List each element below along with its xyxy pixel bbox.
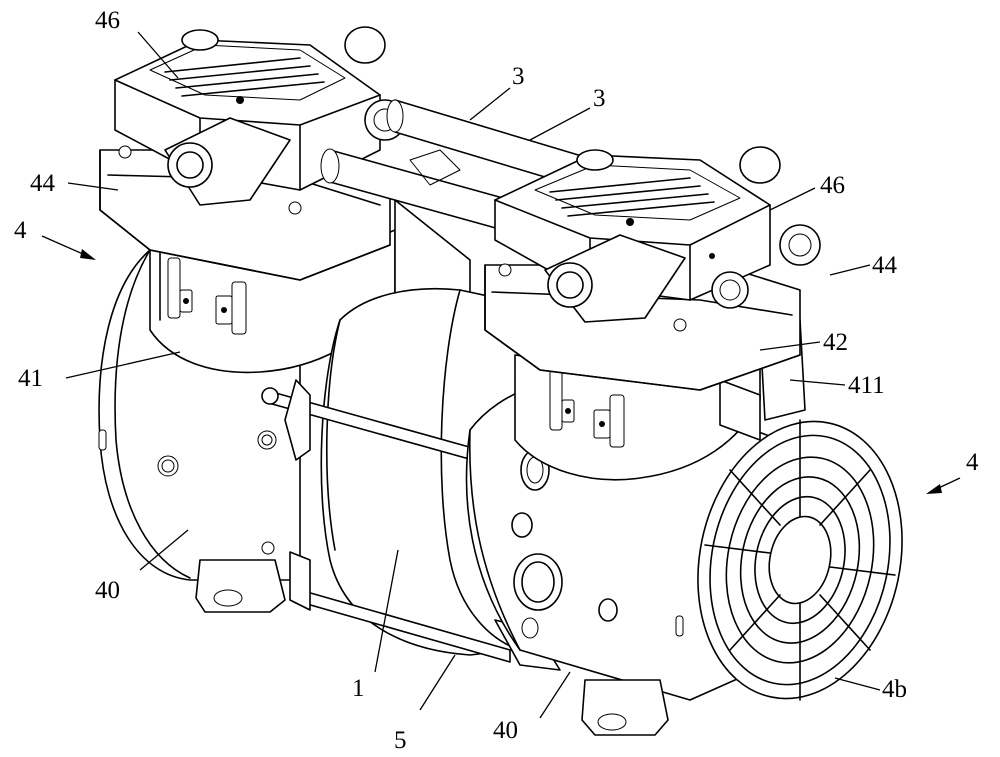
fan-guard [697, 419, 903, 701]
label-5: 5 [394, 727, 407, 754]
reference-labels: 46 3 3 44 46 4 44 41 42 411 4 40 1 40 5 … [14, 7, 979, 754]
label-46-right: 46 [820, 172, 845, 199]
label-3-upper: 3 [512, 63, 525, 90]
leader-lines [41, 31, 961, 719]
label-3-lower: 3 [593, 85, 606, 112]
label-41: 41 [18, 365, 43, 392]
label-40-left: 40 [95, 577, 120, 604]
label-44-right: 44 [872, 252, 898, 279]
label-1: 1 [352, 675, 365, 702]
right-pump-head [484, 146, 821, 391]
label-4-left: 4 [14, 217, 27, 244]
label-46-left: 46 [95, 7, 120, 34]
label-4b: 4b [882, 676, 907, 703]
label-42: 42 [823, 329, 848, 356]
label-40-right: 40 [493, 717, 518, 744]
left-pump-head [99, 26, 406, 281]
label-4-right: 4 [966, 449, 979, 476]
label-44-left: 44 [30, 170, 56, 197]
label-411: 411 [848, 372, 885, 399]
